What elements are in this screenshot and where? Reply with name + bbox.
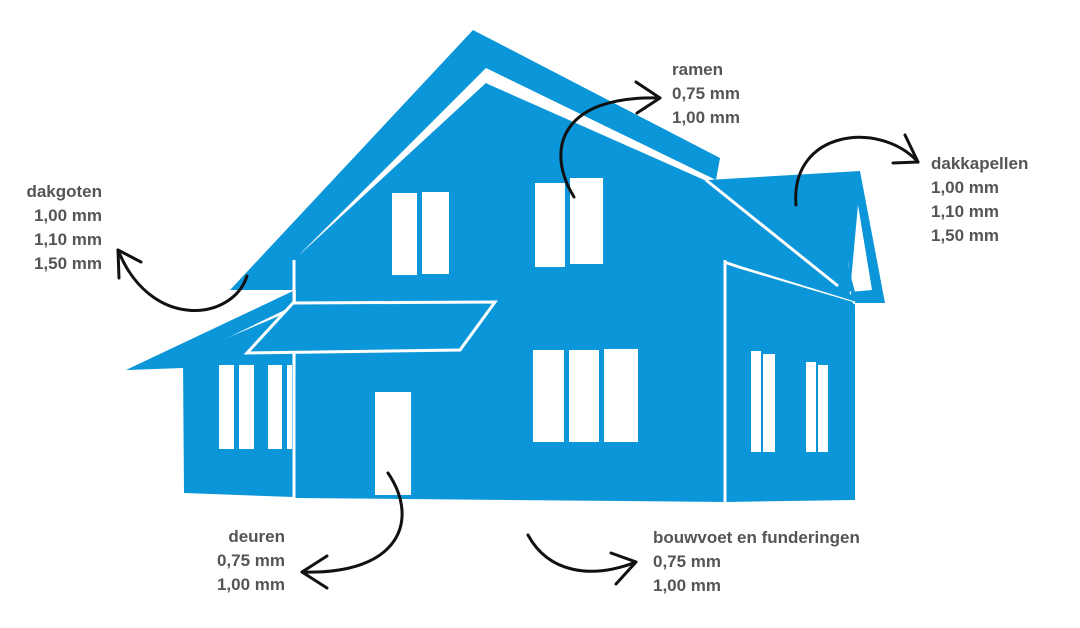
label-deuren: deuren 0,75 mm 1,00 mm xyxy=(180,525,285,597)
label-value: 1,00 mm xyxy=(33,206,102,225)
label-value: 1,10 mm xyxy=(931,202,1000,221)
label-title: bouwvoet en funderingen xyxy=(653,528,860,547)
house-icon xyxy=(126,30,885,503)
label-dakgoten: dakgoten 1,00 mm 1,10 mm 1,50 mm xyxy=(0,180,102,276)
label-value: 1,50 mm xyxy=(931,226,1000,245)
label-value: 1,00 mm xyxy=(931,178,1000,197)
label-ramen: ramen 0,75 mm 1,00 mm xyxy=(672,58,740,130)
arrow-icon xyxy=(116,248,249,312)
label-title: dakgoten xyxy=(26,182,102,201)
arrow-icon xyxy=(559,96,662,199)
label-value: 1,00 mm xyxy=(216,575,285,594)
label-value: 0,75 mm xyxy=(672,84,741,103)
label-value: 0,75 mm xyxy=(653,552,722,571)
arrow-icon xyxy=(526,533,638,573)
label-value: 1,00 mm xyxy=(672,108,741,127)
label-value: 1,50 mm xyxy=(33,254,102,273)
label-title: dakkapellen xyxy=(931,154,1029,173)
label-title: ramen xyxy=(672,60,724,79)
label-value: 1,00 mm xyxy=(653,576,722,595)
label-dakkapellen: dakkapellen 1,00 mm 1,10 mm 1,50 mm xyxy=(931,152,1028,248)
label-title: deuren xyxy=(228,527,285,546)
label-value: 0,75 mm xyxy=(216,551,285,570)
arrow-icon xyxy=(300,471,404,574)
arrow-icon xyxy=(794,135,920,207)
label-bouwvoet-en-funderingen: bouwvoet en funderingen 0,75 mm 1,00 mm xyxy=(653,526,860,598)
label-value: 1,10 mm xyxy=(33,230,102,249)
